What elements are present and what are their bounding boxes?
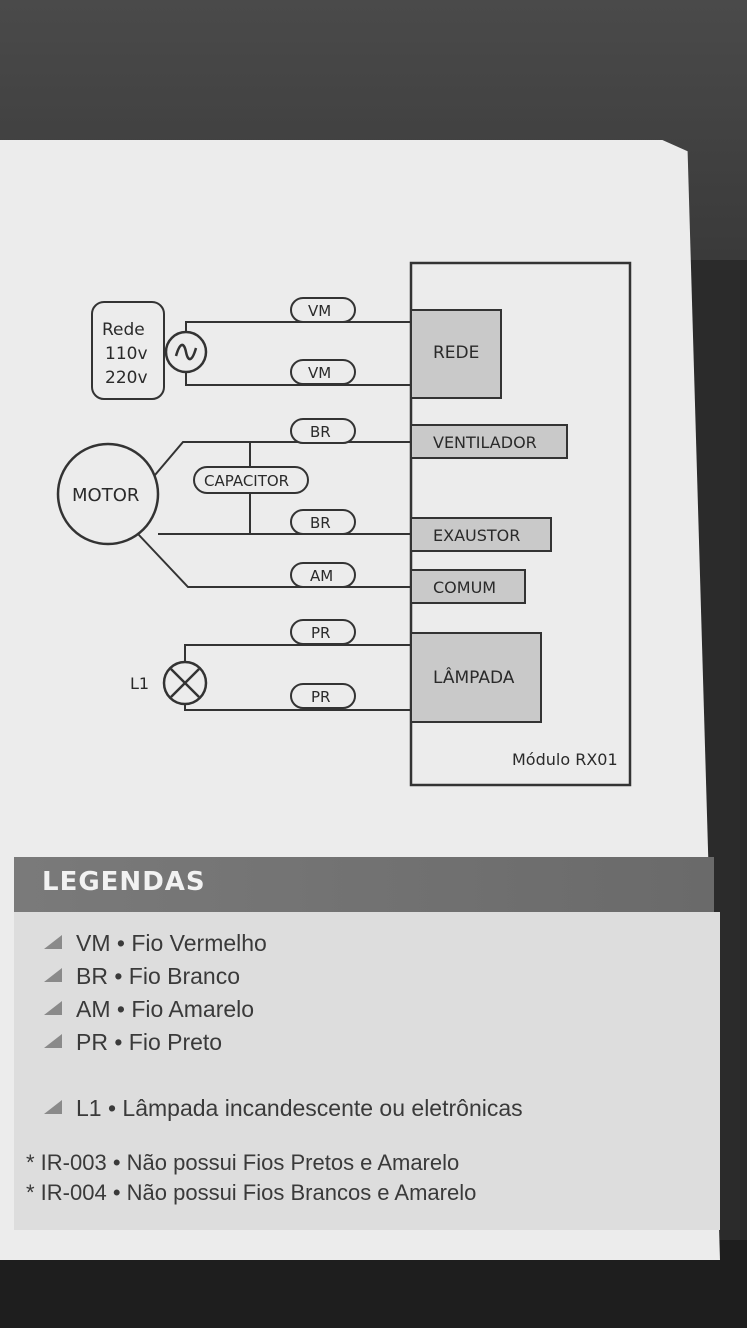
wire-pr-bottom <box>184 704 411 711</box>
note-ir-003: * IR-003 • Não possui Fios Pretos e Amar… <box>26 1150 460 1175</box>
wire-label-vm-bottom: VM <box>308 364 331 382</box>
terminal-exaustor-label: EXAUSTOR <box>433 526 520 545</box>
legend-item-vm: VM • Fio Vermelho <box>44 930 267 960</box>
terminal-ventilador-block <box>410 424 568 459</box>
wire-label-pr-bottom: PR <box>311 688 330 706</box>
terminal-lampada-label: LÂMPADA <box>433 666 515 688</box>
terminal-exaustor-block <box>410 517 552 552</box>
legend-title: LEGENDAS <box>42 867 206 897</box>
triangle-bullet-icon <box>44 1000 62 1015</box>
triangle-bullet-icon <box>44 1099 62 1114</box>
capacitor-label: CAPACITOR <box>204 472 289 490</box>
power-source-line3: 220v <box>105 368 148 388</box>
wire-label-vm-top: VM <box>308 302 331 320</box>
power-source-line2: 110v <box>105 344 148 364</box>
wiring-diagram: Módulo RX01 REDE VENTILADOR EXAUSTOR COM… <box>56 261 632 787</box>
terminal-comum-label: COMUM <box>433 578 496 597</box>
motor-label: MOTOR <box>72 485 139 506</box>
triangle-bullet-icon <box>44 934 62 949</box>
legend-item-br: BR • Fio Branco <box>44 963 240 993</box>
note-ir-004: * IR-004 • Não possui Fios Brancos e Ama… <box>26 1180 477 1205</box>
terminal-lampada-block <box>410 632 542 723</box>
power-source-box <box>91 301 165 400</box>
motor-symbol <box>56 442 160 546</box>
legend-item-am: AM • Fio Amarelo <box>44 996 254 1026</box>
triangle-bullet-icon <box>44 1033 62 1048</box>
wire-pr-top <box>184 644 411 662</box>
wire-label-br-top: BR <box>310 423 331 441</box>
terminal-rede-block <box>410 309 502 399</box>
wire-am <box>137 533 411 588</box>
legend-body: VM • Fio Vermelho BR • Fio Branco AM • F… <box>14 912 720 1230</box>
power-source-line1: Rede <box>102 320 145 340</box>
legend-item-l1: L1 • Lâmpada incandescente ou eletrônica… <box>44 1095 523 1125</box>
module-label: Módulo RX01 <box>512 750 618 769</box>
capacitor-symbol <box>193 466 309 494</box>
wire-label-pr-top: PR <box>311 624 330 642</box>
wire-label-am: AM <box>310 567 333 585</box>
terminal-ventilador-label: VENTILADOR <box>433 433 537 452</box>
terminal-rede-label: REDE <box>433 343 479 363</box>
legend-header: LEGENDAS <box>14 857 714 912</box>
triangle-bullet-icon <box>44 967 62 982</box>
wire-vm-top <box>185 321 411 332</box>
legend-item-pr: PR • Fio Preto <box>44 1029 222 1059</box>
lamp-label: L1 <box>130 674 149 693</box>
wire-label-br-bottom: BR <box>310 514 331 532</box>
